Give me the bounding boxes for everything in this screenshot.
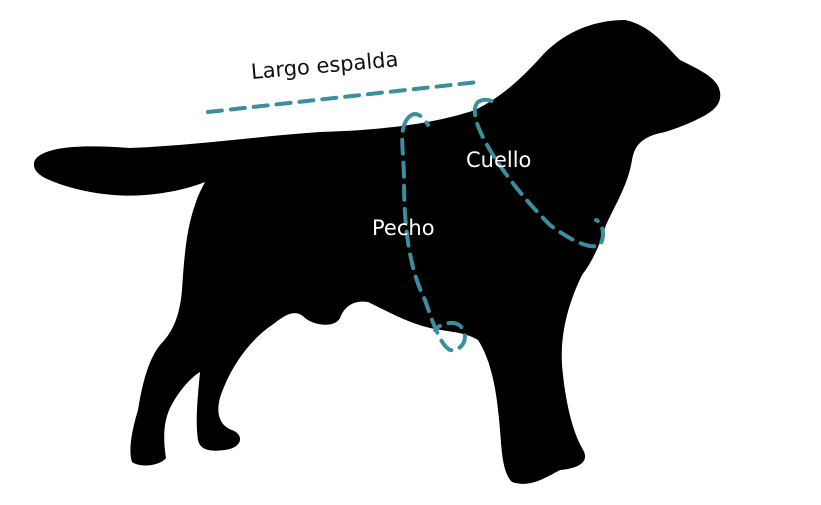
- chest-line: [400, 112, 467, 353]
- neck-label: Cuello: [466, 148, 532, 172]
- neck-line: [472, 97, 605, 249]
- back-length-line: [206, 80, 480, 114]
- dog-silhouette: [33, 20, 721, 484]
- chest-label: Pecho: [372, 216, 435, 240]
